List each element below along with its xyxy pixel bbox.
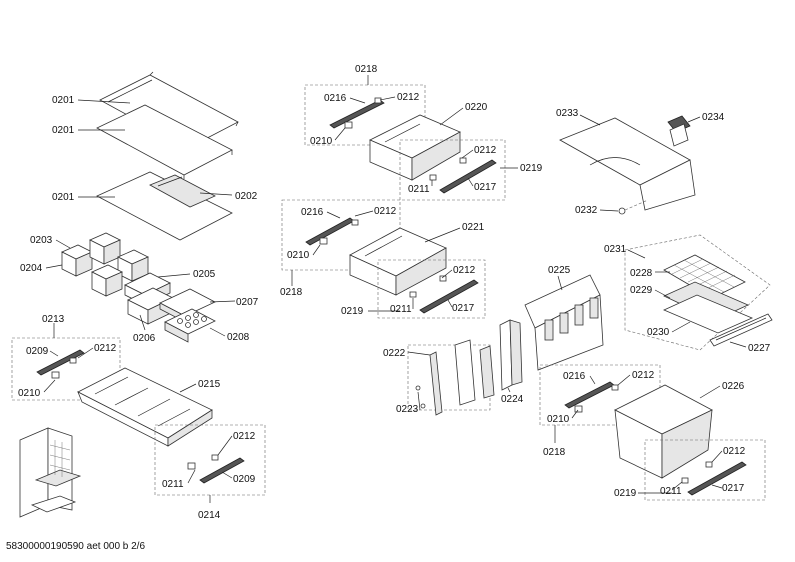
fridge-thumbnail xyxy=(19,427,82,518)
rail-0216-mid xyxy=(305,217,359,246)
leader-lines xyxy=(43,75,747,503)
drawer-0220 xyxy=(369,114,461,181)
label-0210-a: 0210 xyxy=(18,388,41,399)
grate-0228 xyxy=(663,254,746,299)
label-0233: 0233 xyxy=(556,108,579,119)
rail-0217-upper xyxy=(429,157,497,194)
small-bin-c xyxy=(91,264,123,297)
label-0203: 0203 xyxy=(30,235,53,246)
cover-0233 xyxy=(559,117,696,211)
label-0218-c: 0218 xyxy=(543,447,566,458)
label-0212-e: 0212 xyxy=(374,206,397,217)
glass-shelf-bottom xyxy=(96,171,233,241)
label-0212-d: 0212 xyxy=(474,145,497,156)
label-0223: 0223 xyxy=(396,404,419,415)
part-labels: 0201 0201 0201 0202 0203 0204 0205 0207 … xyxy=(18,64,771,521)
rail-0209-left xyxy=(36,349,85,379)
label-0219-c: 0219 xyxy=(614,488,637,499)
label-0218-a: 0218 xyxy=(355,64,378,75)
label-0211-d: 0211 xyxy=(660,486,682,497)
drawer-0221 xyxy=(349,227,447,296)
trim-0222 xyxy=(415,339,495,416)
label-0204: 0204 xyxy=(20,263,43,274)
label-0210-b: 0210 xyxy=(310,136,333,147)
label-0231: 0231 xyxy=(604,244,627,255)
label-0232: 0232 xyxy=(575,205,598,216)
frame-0230 xyxy=(663,294,754,334)
part-0224 xyxy=(499,319,523,391)
rail-0216-lower xyxy=(564,381,619,413)
label-0206: 0206 xyxy=(133,333,156,344)
label-0216-a: 0216 xyxy=(324,93,347,104)
label-0210-d: 0210 xyxy=(547,414,570,425)
label-0217-b: 0217 xyxy=(452,303,475,314)
label-0220: 0220 xyxy=(465,102,488,113)
part-0232 xyxy=(618,199,649,215)
glass-shelf-middle xyxy=(96,104,233,179)
label-0209-a: 0209 xyxy=(26,346,49,357)
label-0224: 0224 xyxy=(501,394,524,405)
label-0210-c: 0210 xyxy=(287,250,310,261)
rail-0227 xyxy=(709,313,773,347)
rail-0217-lower-right xyxy=(681,461,747,496)
label-0230: 0230 xyxy=(647,327,670,338)
label-0219-a: 0219 xyxy=(520,163,543,174)
small-bin-b xyxy=(117,249,149,282)
label-0211-a: 0211 xyxy=(162,479,184,490)
label-0212-h: 0212 xyxy=(723,446,746,457)
label-0207: 0207 xyxy=(236,297,259,308)
label-0212-a: 0212 xyxy=(94,343,117,354)
label-0217-c: 0217 xyxy=(722,483,745,494)
label-0217-a: 0217 xyxy=(474,182,497,193)
label-0201-c: 0201 xyxy=(52,192,75,203)
label-0205: 0205 xyxy=(193,269,216,280)
label-0201-a: 0201 xyxy=(52,95,75,106)
label-0226: 0226 xyxy=(722,381,745,392)
rail-0217-lower xyxy=(409,275,479,314)
label-0211-c: 0211 xyxy=(390,304,412,315)
label-0219-b: 0219 xyxy=(341,306,364,317)
label-0227: 0227 xyxy=(748,343,771,354)
label-0222: 0222 xyxy=(383,348,406,359)
part-0234 xyxy=(667,115,691,147)
part-0225 xyxy=(524,274,604,371)
label-0216-c: 0216 xyxy=(563,371,586,382)
rail-0209-right xyxy=(187,454,245,484)
drawer-0226 xyxy=(614,384,713,479)
label-0215: 0215 xyxy=(198,379,221,390)
label-0212-c: 0212 xyxy=(397,92,420,103)
label-0229: 0229 xyxy=(630,285,653,296)
document-footer-id: 58300000190590 aet 000 b 2/6 xyxy=(6,541,146,552)
label-0209-b: 0209 xyxy=(233,474,256,485)
label-0214: 0214 xyxy=(198,510,221,521)
crisper-drawer-0215 xyxy=(77,367,213,447)
label-0213: 0213 xyxy=(42,314,65,325)
label-0228: 0228 xyxy=(630,268,653,279)
label-0208: 0208 xyxy=(227,332,250,343)
label-0225: 0225 xyxy=(548,265,571,276)
label-0216-b: 0216 xyxy=(301,207,324,218)
label-0201-b: 0201 xyxy=(52,125,75,136)
egg-tray xyxy=(164,308,216,343)
label-0221: 0221 xyxy=(462,222,485,233)
label-0234: 0234 xyxy=(702,112,725,123)
label-0202: 0202 xyxy=(235,191,258,202)
label-0212-f: 0212 xyxy=(453,265,476,276)
rail-0216-top xyxy=(329,97,385,129)
label-0218-b: 0218 xyxy=(280,287,303,298)
label-0212-g: 0212 xyxy=(632,370,655,381)
small-bin-a xyxy=(89,232,121,265)
small-bin-0203 xyxy=(61,244,93,277)
label-0211-b: 0211 xyxy=(408,184,430,195)
label-0212-b: 0212 xyxy=(233,431,256,442)
